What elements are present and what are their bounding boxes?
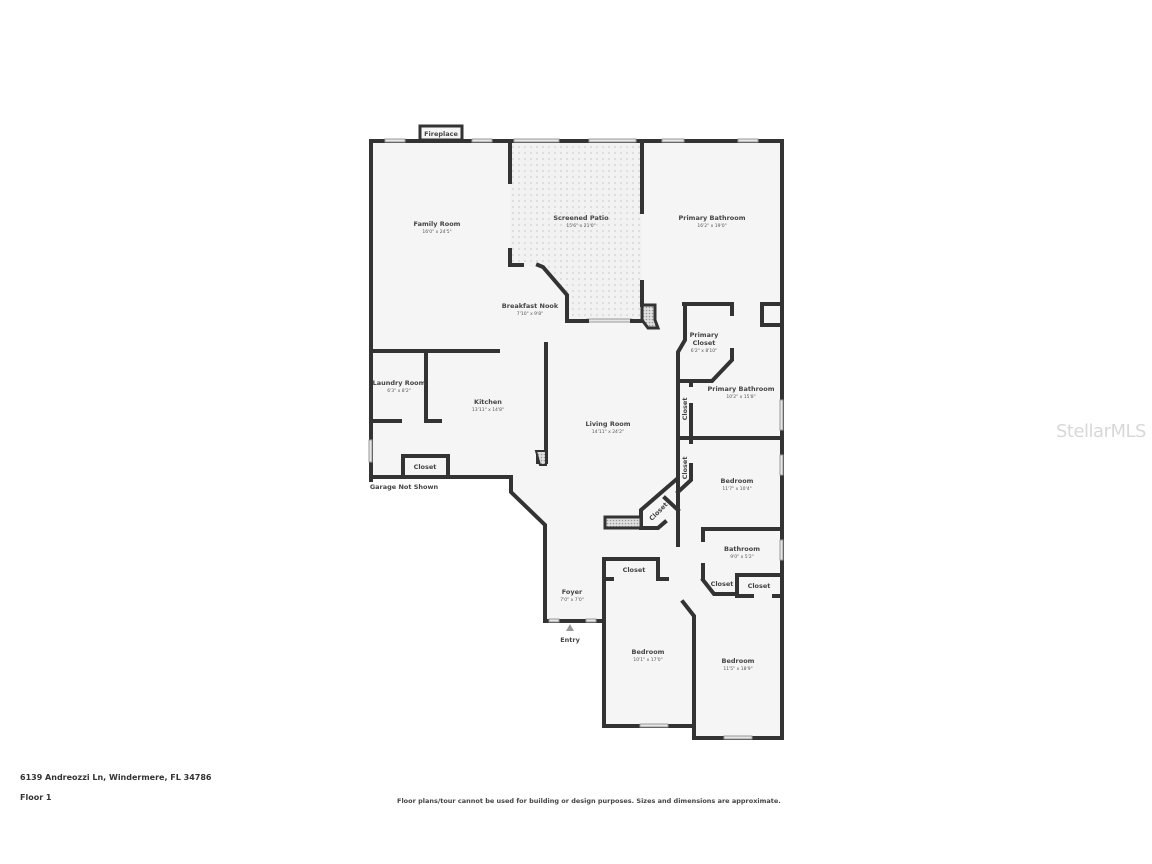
svg-text:10'2" x 15'8": 10'2" x 15'8" <box>726 394 755 400</box>
svg-text:Bedroom: Bedroom <box>722 657 755 665</box>
room-living-room: Living Room 14'11" x 24'2" <box>585 420 630 435</box>
garage-note: Garage Not Shown <box>370 483 439 491</box>
entry-marker: Entry <box>560 624 581 644</box>
svg-text:Primary Bathroom: Primary Bathroom <box>678 214 745 222</box>
room-bedroom-2: Bedroom 10'1" x 17'0" <box>632 648 665 663</box>
svg-text:Bedroom: Bedroom <box>632 648 665 656</box>
svg-text:6'2" x 8'10": 6'2" x 8'10" <box>691 348 717 354</box>
svg-text:7'0" x 7'0": 7'0" x 7'0" <box>560 597 584 603</box>
fireplace: Fireplace <box>418 124 464 142</box>
svg-text:10'1" x 17'0": 10'1" x 17'0" <box>633 657 662 663</box>
svg-text:Screened Patio: Screened Patio <box>553 214 609 222</box>
svg-text:11'5" x 18'9": 11'5" x 18'9" <box>723 666 752 672</box>
svg-text:Closet: Closet <box>748 582 771 590</box>
svg-text:13'11" x 14'8": 13'11" x 14'8" <box>472 407 504 413</box>
room-family-room: Family Room 16'0" x 24'5" <box>414 220 461 235</box>
svg-text:Closet: Closet <box>414 463 437 471</box>
svg-text:9'0" x 5'2": 9'0" x 5'2" <box>730 554 754 560</box>
floor-label: Floor 1 <box>20 793 52 802</box>
svg-text:Living Room: Living Room <box>585 420 630 428</box>
svg-text:Foyer: Foyer <box>562 588 583 596</box>
svg-text:Primary: Primary <box>690 331 720 339</box>
entry-arrow-icon <box>566 624 574 631</box>
svg-text:Garage Not Shown: Garage Not Shown <box>370 483 439 491</box>
svg-text:Kitchen: Kitchen <box>474 398 502 406</box>
svg-text:Bathroom: Bathroom <box>724 545 760 553</box>
svg-text:Closet: Closet <box>681 457 689 480</box>
svg-text:16'0" x 24'5": 16'0" x 24'5" <box>422 229 451 235</box>
room-breakfast-nook: Breakfast Nook 7'10" x 9'8" <box>502 302 559 317</box>
svg-text:Entry: Entry <box>560 636 580 644</box>
svg-text:Closet: Closet <box>623 566 646 574</box>
room-bedroom-3: Bedroom 11'5" x 18'9" <box>722 657 755 672</box>
svg-text:6'3" x 8'2": 6'3" x 8'2" <box>387 388 411 394</box>
windows <box>368 138 784 740</box>
interior-walls <box>369 139 784 740</box>
svg-text:11'7" x 10'4": 11'7" x 10'4" <box>722 486 751 492</box>
svg-text:Primary Bathroom: Primary Bathroom <box>707 385 774 393</box>
svg-text:Bedroom: Bedroom <box>721 477 754 485</box>
svg-text:Breakfast Nook: Breakfast Nook <box>502 302 559 310</box>
room-primary-bathroom-top: Primary Bathroom 16'2" x 19'0" <box>678 214 745 229</box>
room-bedroom-1: Bedroom 11'7" x 10'4" <box>721 477 754 492</box>
room-primary-bathroom: Primary Bathroom 10'2" x 15'8" <box>707 385 774 400</box>
room-bathroom: Bathroom 9'0" x 5'2" <box>724 545 760 560</box>
svg-text:16'2" x 19'0": 16'2" x 19'0" <box>697 223 726 229</box>
svg-text:Family Room: Family Room <box>414 220 461 228</box>
svg-text:14'11" x 24'2": 14'11" x 24'2" <box>592 429 624 435</box>
svg-text:Closet: Closet <box>711 580 734 588</box>
svg-text:Closet: Closet <box>693 339 716 347</box>
svg-text:15'6" x 21'0": 15'6" x 21'0" <box>566 223 595 229</box>
floor-area <box>371 141 782 738</box>
room-kitchen: Kitchen 13'11" x 14'8" <box>472 398 504 413</box>
room-foyer: Foyer 7'0" x 7'0" <box>560 588 584 603</box>
svg-text:7'10" x 9'8": 7'10" x 9'8" <box>517 311 543 317</box>
watermark: StellarMLS <box>1056 421 1146 442</box>
room-laundry-room: Laundry Room 6'3" x 8'2" <box>373 379 426 394</box>
disclaimer: Floor plans/tour cannot be used for buil… <box>397 797 781 805</box>
svg-text:Closet: Closet <box>681 398 689 421</box>
svg-text:Laundry Room: Laundry Room <box>373 379 426 387</box>
svg-text:Fireplace: Fireplace <box>424 130 458 138</box>
room-primary-closet: Primary Closet 6'2" x 8'10" <box>690 331 720 354</box>
room-screened-patio: Screened Patio 15'6" x 21'0" <box>553 214 609 229</box>
property-address: 6139 Andreozzi Ln, Windermere, FL 34786 <box>20 773 212 782</box>
